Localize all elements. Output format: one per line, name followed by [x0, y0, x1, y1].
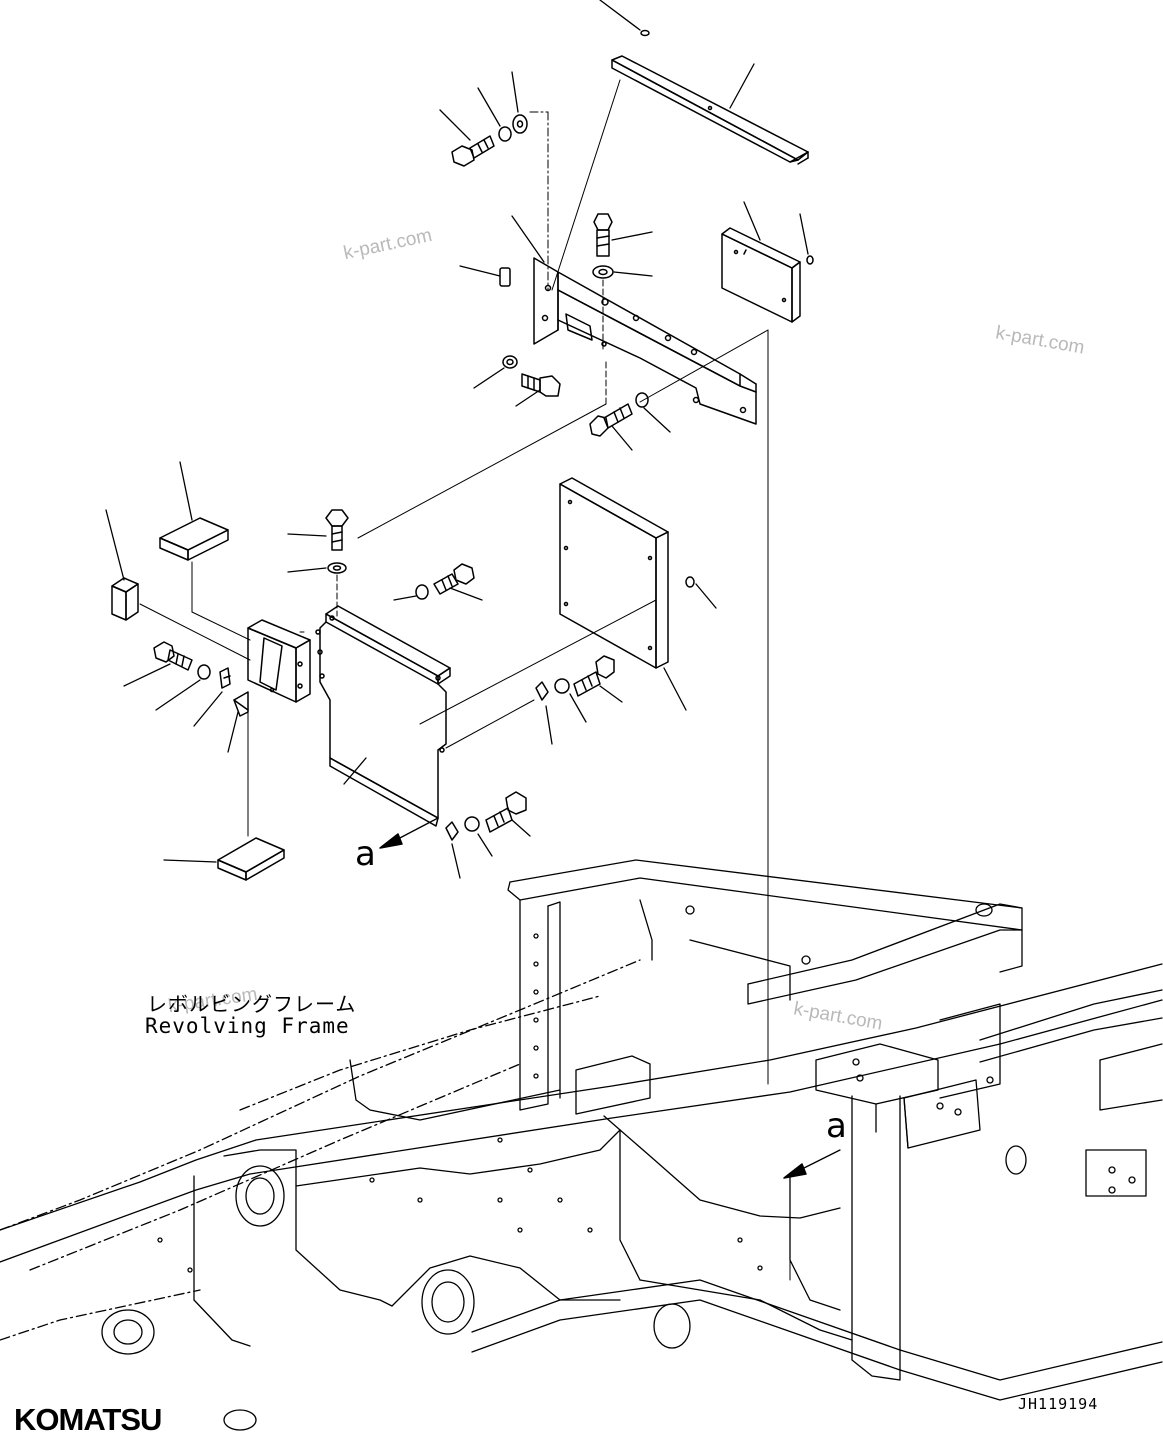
bolt-vertical-top — [593, 213, 613, 257]
view-arrow-upper — [379, 817, 439, 849]
top-pin-part — [599, 0, 650, 37]
bolt-bracket-top — [325, 509, 349, 551]
revolving-frame — [0, 859, 1163, 1431]
pad-left-small — [111, 577, 139, 621]
small-pad-part — [499, 267, 511, 287]
washer-cover-right — [554, 678, 570, 694]
bolt-cover-right-top — [433, 563, 475, 595]
upper-main-bracket — [533, 257, 757, 425]
bolt-cover-right-mid — [573, 655, 615, 697]
drawing-number: JH119194 — [1018, 1395, 1099, 1413]
washer-bracket-left — [197, 664, 211, 680]
bolt-bracket-left — [153, 641, 193, 671]
clip-cover-right — [535, 681, 549, 701]
rubber-pad-upper — [721, 227, 801, 323]
bolt-upper-left — [451, 135, 495, 167]
pad-left-top — [159, 517, 229, 561]
spring-washer-upper — [498, 126, 512, 142]
bolt-mid-right — [589, 403, 633, 437]
komatsu-logo: KOMATSU — [14, 1402, 162, 1437]
leader-line — [729, 63, 755, 109]
revolving-frame-label-en: Revolving Frame — [145, 1014, 350, 1038]
small-bracket-left — [233, 619, 311, 717]
view-label-a-lower: a — [826, 1106, 847, 1146]
washer-top — [592, 265, 614, 279]
washer-upper — [512, 114, 528, 134]
pin-mid-right — [685, 576, 695, 588]
washer-mid-right — [635, 392, 649, 408]
washer-bracket-top — [327, 562, 347, 574]
view-label-a-upper: a — [355, 834, 376, 874]
washer-cover-bottom — [464, 816, 480, 832]
clip-bracket-left — [219, 667, 231, 689]
pad-left-bottom — [217, 837, 285, 881]
bolt-mid-left — [521, 373, 561, 397]
small-pin-right — [806, 255, 814, 265]
cover-panel-main — [315, 605, 451, 827]
revolving-frame-label-jp: レボルビングフレーム — [147, 992, 357, 1016]
clip-cover-bottom — [445, 821, 459, 841]
washer-mid-left — [502, 355, 518, 369]
top-bar-bracket — [611, 55, 809, 165]
bolt-cover-bottom — [485, 791, 527, 833]
view-arrow-lower — [783, 1149, 841, 1281]
washer-cover-top — [415, 584, 429, 600]
large-cover-pad — [559, 477, 669, 669]
